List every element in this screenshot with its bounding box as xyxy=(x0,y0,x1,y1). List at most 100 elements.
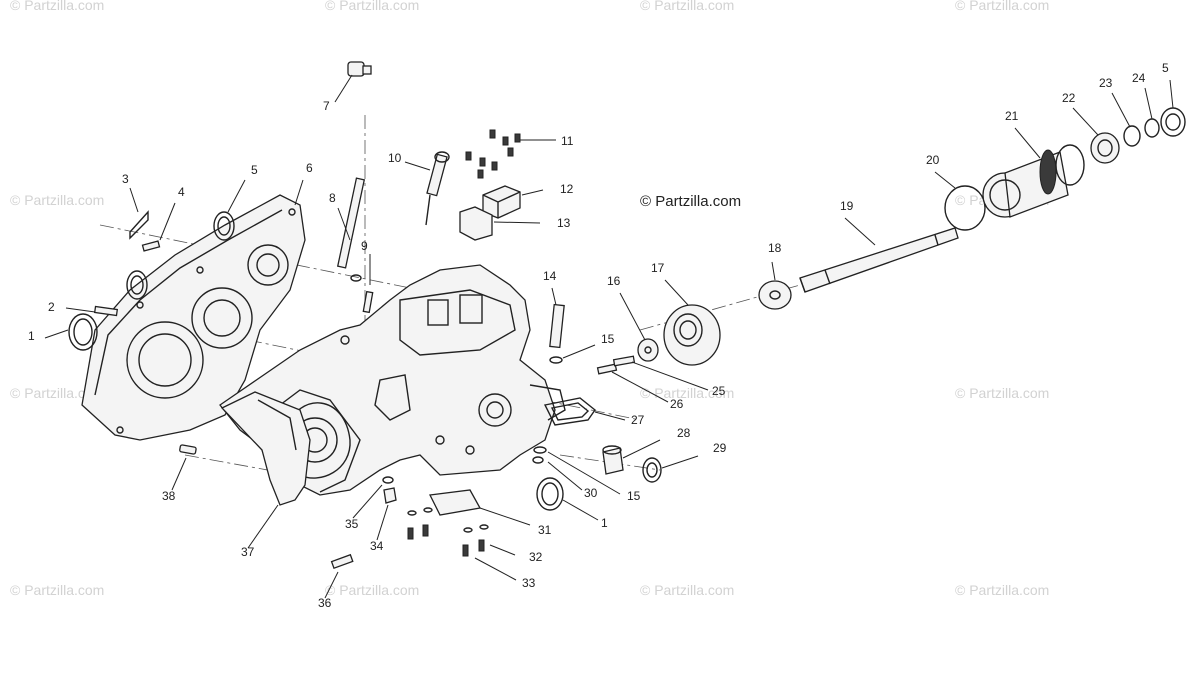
leader-line xyxy=(1111,92,1131,128)
seal-1-right xyxy=(536,477,564,511)
bolts-25-26 xyxy=(596,355,636,375)
pin-14 xyxy=(549,303,565,349)
watermark-text: © Partzilla.com xyxy=(640,0,734,13)
callout-number: 28 xyxy=(677,426,691,440)
callout-number: 1 xyxy=(28,329,35,343)
callout-number: 1 xyxy=(601,516,608,530)
leader-line xyxy=(247,504,279,549)
callout-number: 20 xyxy=(926,153,940,167)
callout-number: 22 xyxy=(1062,91,1076,105)
ring-23 xyxy=(1123,125,1141,147)
callout-number: 9 xyxy=(361,239,368,253)
callout-number: 34 xyxy=(370,539,384,553)
seal-29 xyxy=(642,457,662,483)
washer-16 xyxy=(637,338,659,362)
screws-11 xyxy=(465,129,521,179)
leader-line xyxy=(661,455,699,469)
shim-3 xyxy=(129,210,149,240)
leader-line xyxy=(334,74,353,103)
left-case-cover xyxy=(81,194,306,441)
callout-number: 16 xyxy=(607,274,621,288)
leader-line xyxy=(1169,79,1174,109)
leader-line xyxy=(521,189,544,196)
shaft-19 xyxy=(799,227,959,293)
callout-number: 37 xyxy=(241,545,255,559)
callout-number: 4 xyxy=(178,185,185,199)
leader-line xyxy=(771,261,776,281)
leader-lines xyxy=(44,74,1174,599)
leader-line xyxy=(65,307,96,313)
copyright-text: © Partzilla.com xyxy=(640,193,741,210)
watermark-text: © Partzilla.com xyxy=(10,0,104,13)
watermark-text: © Partzilla.com xyxy=(955,385,1049,401)
watermark-text: © Partzilla.com xyxy=(640,385,734,401)
pin-38 xyxy=(179,444,197,455)
bolt-4 xyxy=(141,240,161,252)
callout-number: 36 xyxy=(318,596,332,610)
watermark-text: © Partzilla.com xyxy=(10,582,104,598)
plate-31 xyxy=(429,489,482,516)
washer-18 xyxy=(758,280,792,310)
callout-number: 18 xyxy=(768,241,782,255)
leader-line xyxy=(1014,127,1041,159)
leader-line xyxy=(44,329,69,339)
leader-line xyxy=(664,279,689,306)
leader-line xyxy=(619,292,646,341)
leader-line xyxy=(631,361,709,391)
leader-line xyxy=(129,187,139,213)
leader-line xyxy=(294,179,304,206)
gasket-27 xyxy=(543,397,596,426)
leader-line xyxy=(547,461,583,491)
leader-line xyxy=(562,344,596,359)
leader-line xyxy=(404,161,431,171)
callout-number: 7 xyxy=(323,99,330,113)
bearing-17 xyxy=(663,304,721,366)
leader-line xyxy=(1072,107,1099,136)
callout-number: 5 xyxy=(251,163,258,177)
watermark-text: © Partzilla.com xyxy=(955,0,1049,13)
callout-number: 13 xyxy=(557,216,571,230)
leader-line xyxy=(1144,87,1153,120)
watermark-text: © Partzilla.com xyxy=(955,582,1049,598)
leader-line xyxy=(622,439,661,459)
callout-number: 10 xyxy=(388,151,402,165)
callout-number: 38 xyxy=(162,489,176,503)
leader-line xyxy=(227,179,246,213)
leader-line xyxy=(376,504,389,541)
leader-line xyxy=(337,207,351,241)
callout-number: 8 xyxy=(329,191,336,205)
pin-9 xyxy=(362,290,374,314)
callout-number: 15 xyxy=(627,489,641,503)
callout-number: 14 xyxy=(543,269,557,283)
washers-15 xyxy=(533,356,563,454)
callout-number: 32 xyxy=(529,550,543,564)
dipstick-tube-8 xyxy=(336,177,366,282)
lower-guard xyxy=(220,391,311,506)
leader-line xyxy=(547,451,621,495)
callout-number: 19 xyxy=(840,199,854,213)
bolt-36 xyxy=(330,553,354,570)
leader-line xyxy=(934,171,956,189)
seal-left-1 xyxy=(68,313,98,351)
leader-line xyxy=(159,202,176,241)
watermark-text: © Partzilla.com xyxy=(640,582,734,598)
callout-number: 17 xyxy=(651,261,665,275)
callout-number: 29 xyxy=(713,441,727,455)
bolt-2 xyxy=(93,305,119,317)
clutch-21 xyxy=(982,144,1085,218)
leader-line xyxy=(844,217,876,246)
callout-number: 30 xyxy=(584,486,598,500)
leader-line xyxy=(611,371,669,403)
bracket-13 xyxy=(459,206,493,241)
callout-number: 15 xyxy=(601,332,615,346)
callout-number: 23 xyxy=(1099,76,1113,90)
leader-line xyxy=(171,457,187,491)
seal-upper-5 xyxy=(213,211,235,241)
callout-number: 3 xyxy=(122,172,129,186)
callout-number: 25 xyxy=(712,384,726,398)
breather-7 xyxy=(347,61,372,77)
callout-number: 5 xyxy=(1162,61,1169,75)
leader-line xyxy=(324,571,339,599)
bearing-22 xyxy=(1090,132,1120,164)
